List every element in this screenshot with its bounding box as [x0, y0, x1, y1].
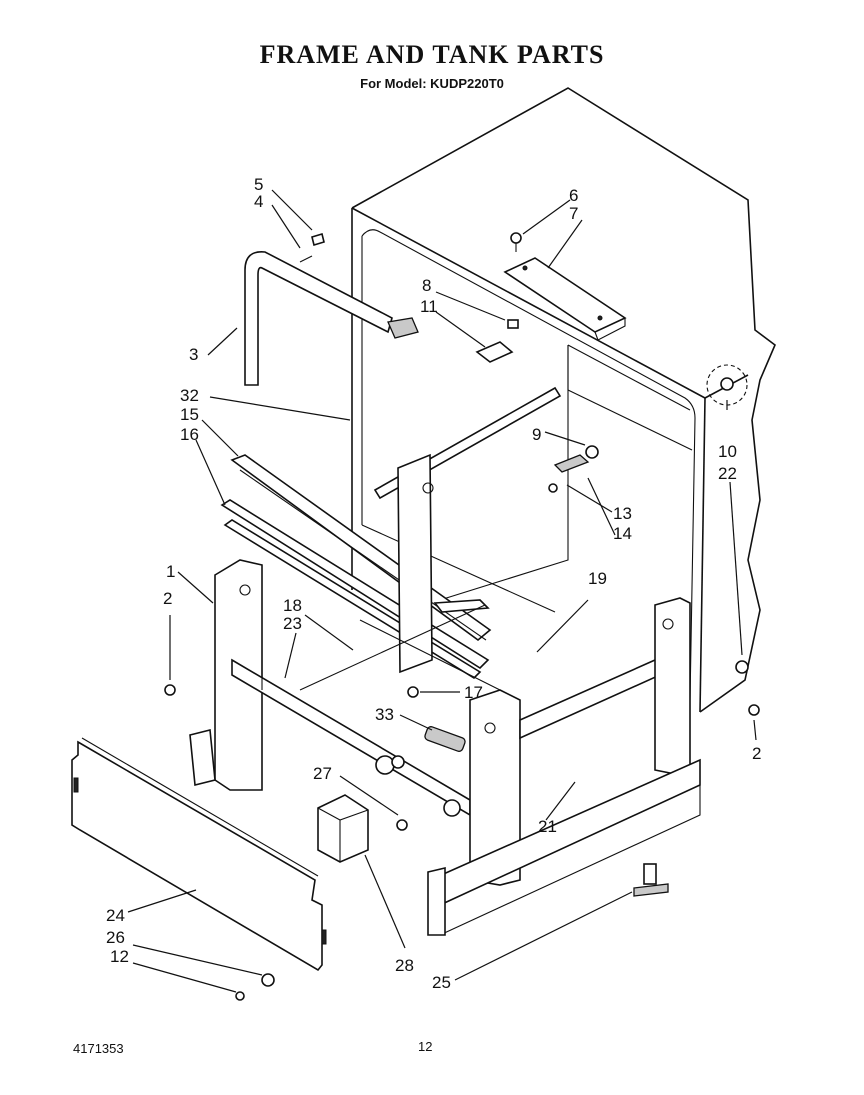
tank-cabinet [351, 87, 776, 713]
callout-4: 4 [254, 192, 264, 211]
callout-24: 24 [106, 906, 125, 925]
callout-17: 17 [464, 683, 483, 702]
top-mounting-bracket [503, 232, 627, 341]
callout-2-right: 2 [752, 744, 762, 763]
model-subtitle: For Model: KUDP220T0 [360, 76, 504, 91]
inner-rails [373, 386, 599, 674]
page-title: FRAME AND TANK PARTS [259, 40, 605, 69]
part-33-pad [424, 726, 466, 752]
callout-16: 16 [180, 425, 199, 444]
clip-part [475, 319, 519, 363]
callout-6: 6 [569, 186, 579, 205]
callout-28: 28 [395, 956, 414, 975]
callout-27: 27 [313, 764, 332, 783]
callout-5: 5 [254, 175, 264, 194]
callout-8: 8 [422, 276, 432, 295]
part-28-box [317, 794, 369, 863]
callout-15: 15 [180, 405, 199, 424]
callout-11: 11 [420, 297, 438, 316]
callout-12: 12 [110, 947, 129, 966]
callout-22: 22 [718, 464, 737, 483]
callout-7: 7 [569, 204, 579, 223]
fasteners [164, 483, 760, 1001]
callout-33: 33 [375, 705, 394, 724]
callout-19: 19 [588, 569, 607, 588]
callout-3: 3 [189, 345, 199, 364]
page-number: 12 [418, 1039, 433, 1054]
part-number: 4171353 [73, 1041, 124, 1056]
callout-13: 13 [613, 504, 632, 523]
leader-lines [127, 189, 757, 993]
callout-23: 23 [283, 614, 302, 633]
front-access-panel [71, 737, 327, 972]
callout-25: 25 [432, 973, 451, 992]
door-rail [244, 232, 419, 386]
callout-14: 14 [613, 524, 632, 543]
callout-1: 1 [166, 562, 176, 581]
callout-21: 21 [538, 817, 557, 836]
callout-10: 10 [718, 442, 737, 461]
callout-9: 9 [532, 425, 542, 444]
callout-2-left: 2 [163, 589, 173, 608]
callout-18: 18 [283, 596, 302, 615]
callout-26: 26 [106, 928, 125, 947]
callout-32: 32 [180, 386, 199, 405]
base-frame [189, 559, 701, 936]
